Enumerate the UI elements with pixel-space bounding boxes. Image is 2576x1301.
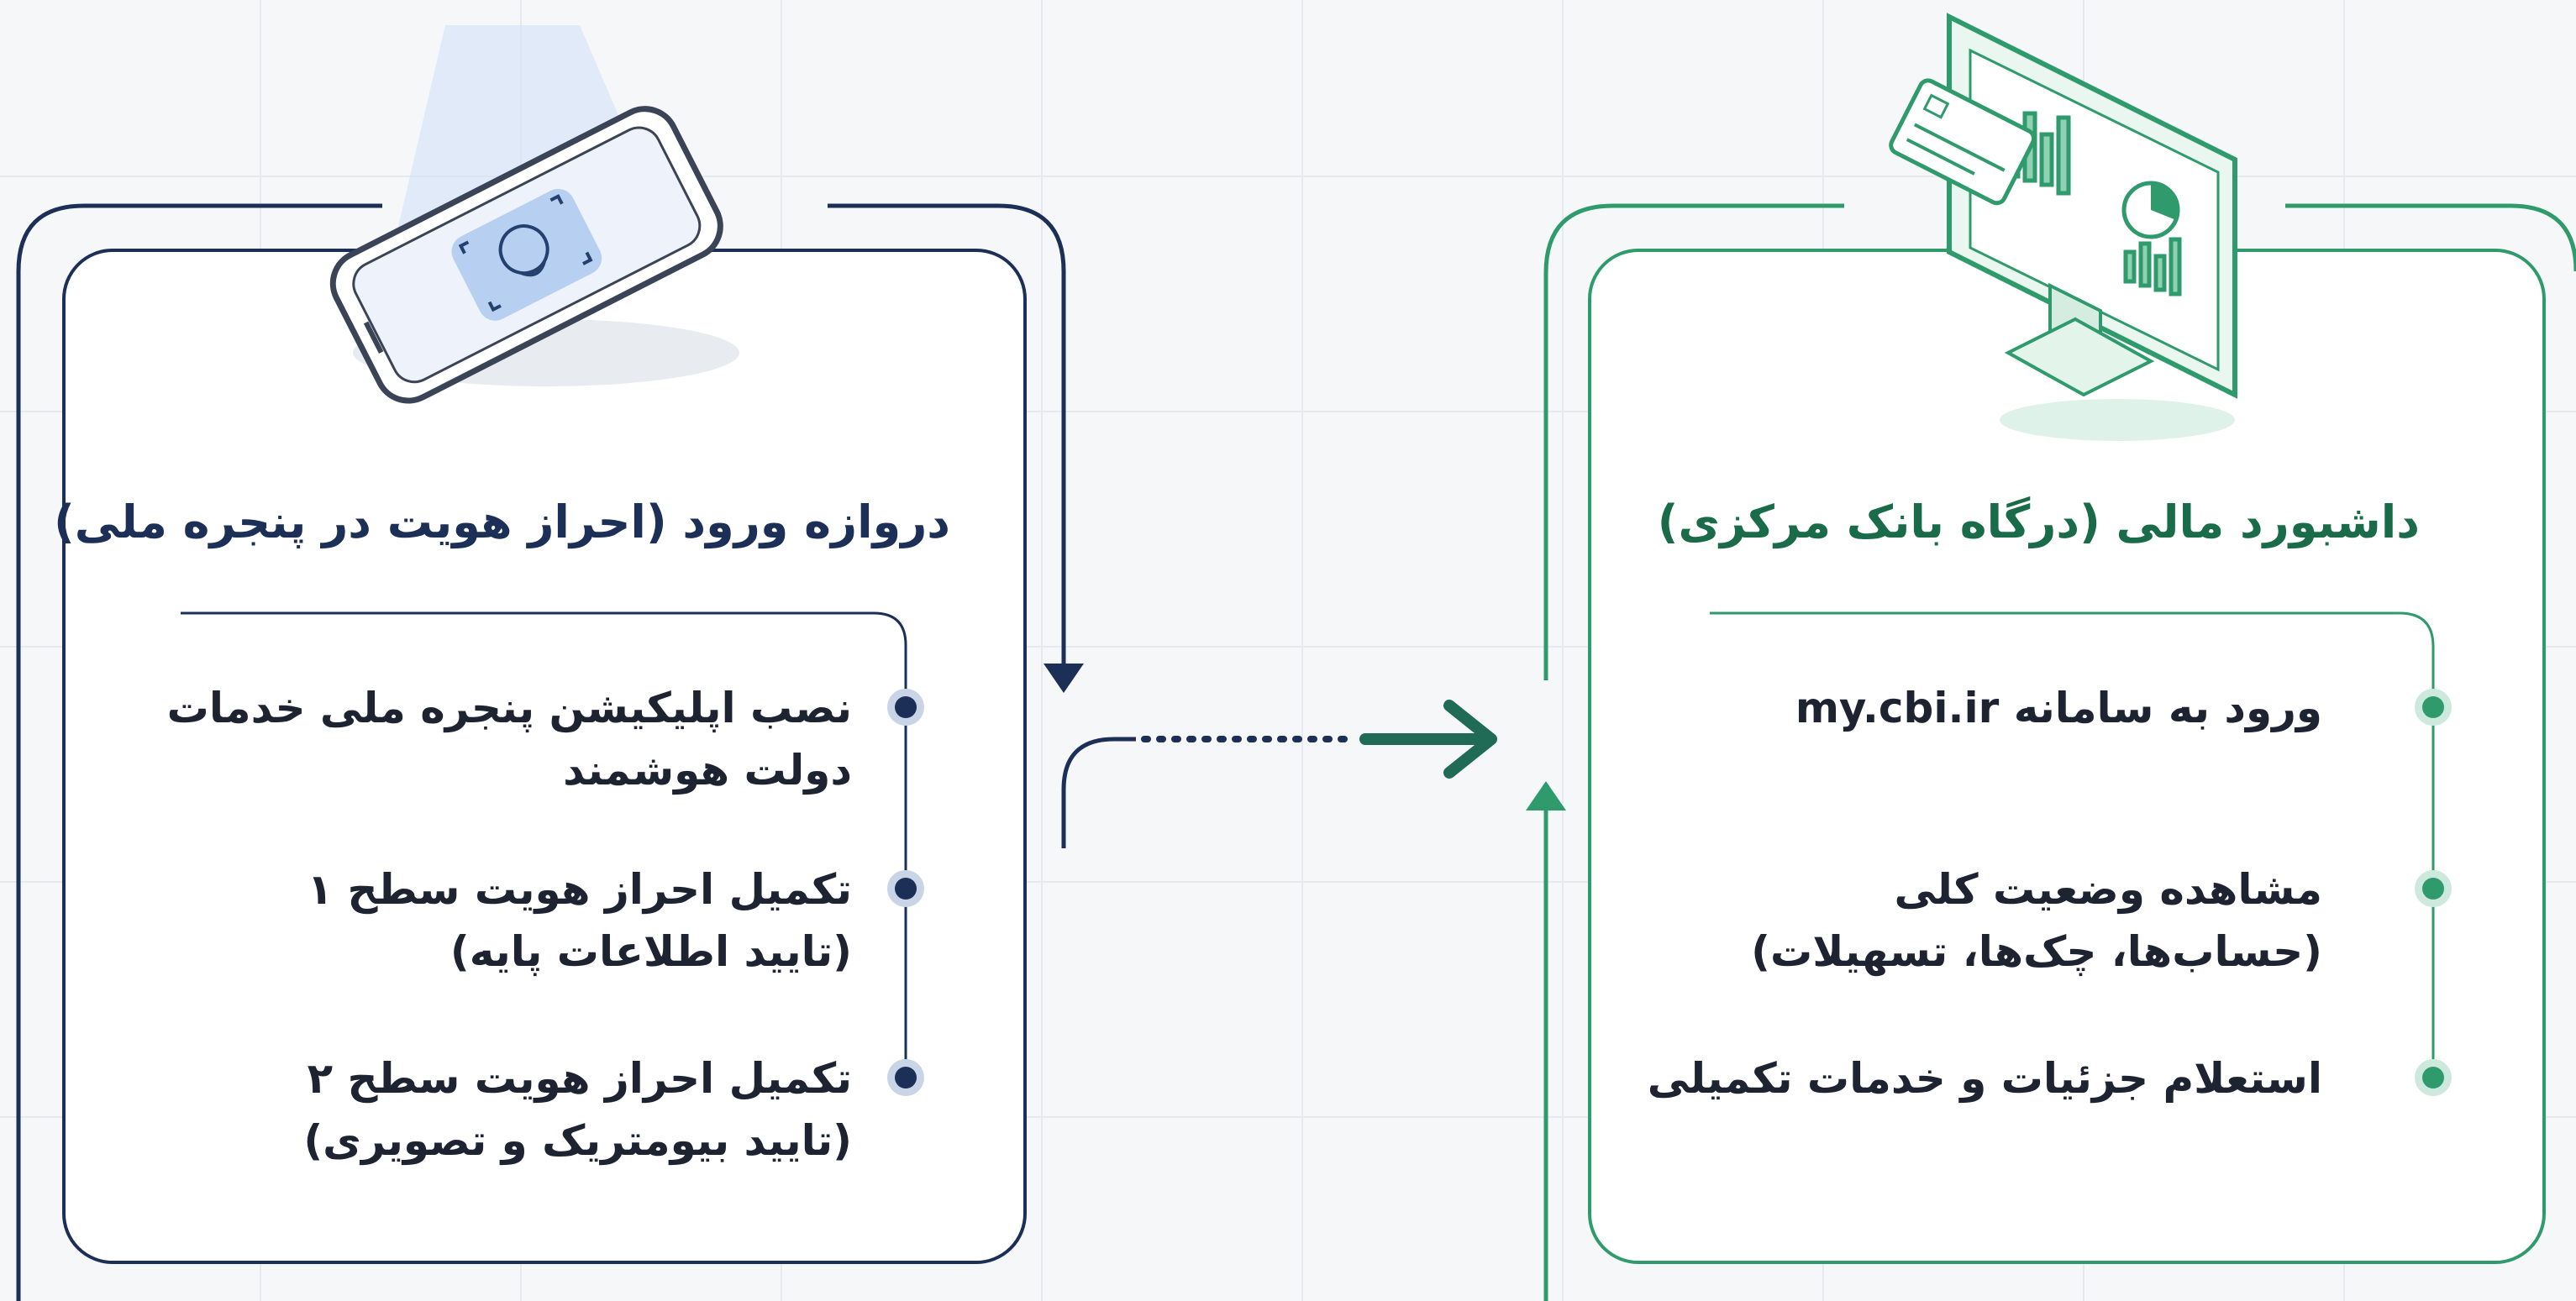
up-arrow-icon — [1526, 781, 1566, 811]
left-item-auth-level-2: تکمیل احراز هویت سطح ۲ (تایید بیومتریک و… — [303, 1054, 852, 1165]
right-item-login: ورود به سامانه my.cbi.ir — [1795, 677, 2322, 739]
right-item-overview: مشاهده وضعیت کلی (حساب‌ها، چک‌ها، تسهیلا… — [1751, 865, 2322, 976]
left-item-install-app: نصب اپلیکیشن پنجره ملی خدمات دولت هوشمند — [166, 684, 852, 795]
right-panel-title: داشبورد مالی (درگاه بانک مرکزی) — [1657, 496, 2420, 548]
login-prefix: ورود به سامانه — [2013, 684, 2322, 732]
right-item-inquiry: استعلام جزئیات و خدمات تکمیلی — [1647, 1054, 2322, 1103]
down-arrow-icon — [1044, 664, 1084, 693]
cbi-url: my.cbi.ir — [1795, 684, 2000, 732]
left-panel-title: دروازه ورود (احراز هویت در پنجره ملی) — [54, 496, 950, 548]
left-item-auth-level-1: تکمیل احراز هویت سطح ۱ (تایید اطلاعات پا… — [307, 865, 852, 976]
